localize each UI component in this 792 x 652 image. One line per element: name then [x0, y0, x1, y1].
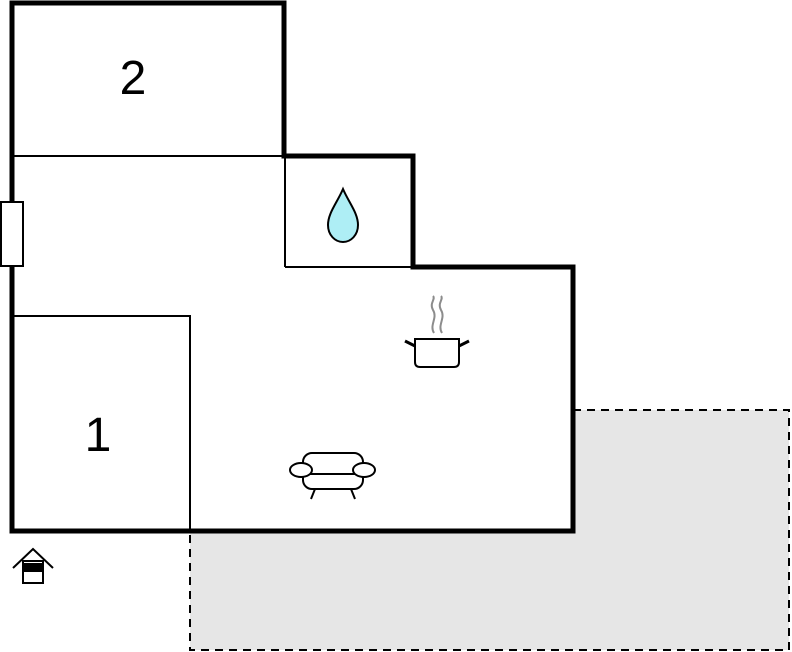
door-icon: [0, 201, 24, 267]
cooking-pot-icon: [404, 295, 470, 368]
entrance-house-icon: [12, 547, 54, 584]
terrace-border: [189, 409, 790, 651]
wall-bedroom-1: [12, 315, 191, 531]
terrace-area: [190, 410, 789, 650]
exterior-walls: [9, 0, 576, 534]
room-label-1: 1: [85, 409, 112, 462]
room-label-2: 2: [120, 52, 147, 105]
water-drop-icon: [326, 186, 360, 244]
sofa-icon: [289, 452, 376, 500]
